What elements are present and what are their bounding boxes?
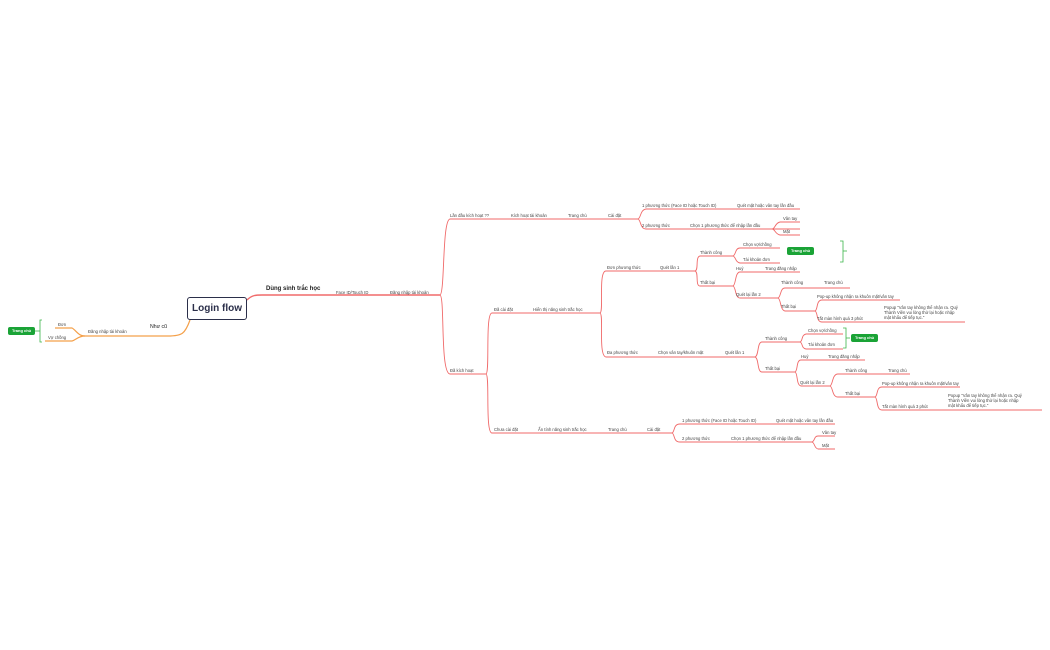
node-popup-van-tay-multi[interactable]: Popup "Vân tay không thể nhận ra. Quý Th… bbox=[948, 393, 1022, 408]
node-trang-chu-3[interactable]: Trang chủ bbox=[608, 427, 627, 432]
node-don[interactable]: Đơn bbox=[58, 322, 67, 327]
node-kich-hoat-tai-khoan[interactable]: Kích hoạt tài khoản bbox=[511, 213, 547, 218]
node-lan-dau-kich-hoat[interactable]: Lần đầu kích hoạt ?? bbox=[450, 213, 490, 218]
node-popup-khong-nhan-multi[interactable]: Pop-up không nhận ra khuôn mặt/vân tay bbox=[882, 381, 959, 386]
node-thanh-cong-2-single[interactable]: Thành công bbox=[781, 280, 804, 285]
node-popup-khong-nhan-single[interactable]: Pop-up không nhận ra khuôn mặt/vân tay bbox=[817, 294, 894, 299]
tag-trang-chu-left[interactable]: Trang chủ bbox=[8, 327, 36, 335]
node-1-phuong-thuc-3[interactable]: 1 phương thức (Face ID hoặc Touch ID) bbox=[682, 418, 757, 423]
node-thanh-cong-multi[interactable]: Thành công bbox=[765, 336, 788, 341]
node-popup-van-tay-single[interactable]: Popup "Vân tay không thể nhận ra. Quý Th… bbox=[884, 305, 958, 320]
node-chon-van-tay-khuon-mat[interactable]: Chọn vân tay/khuôn mặt bbox=[658, 350, 704, 355]
node-chon-vo-chong-multi[interactable]: Chọn vợ/chồng bbox=[808, 328, 837, 333]
node-thanh-cong-single[interactable]: Thành công bbox=[700, 250, 723, 255]
node-mat-1[interactable]: Mặt bbox=[783, 229, 790, 234]
node-mat-3[interactable]: Mặt bbox=[822, 443, 829, 448]
node-that-bai-2-single[interactable]: Thất bại bbox=[781, 304, 797, 309]
node-trang-dang-nhap-multi[interactable]: Trang đăng nhập bbox=[828, 354, 860, 359]
node-quet-lai-lan-2-multi[interactable]: Quét lại lần 2 bbox=[800, 380, 825, 385]
node-van-tay-3[interactable]: Vân tay bbox=[822, 430, 837, 435]
node-tai-khoan-don-single[interactable]: Tài khoản đơn bbox=[743, 257, 770, 262]
root-node[interactable]: Login flow bbox=[187, 297, 247, 320]
node-that-bai-2-multi[interactable]: Thất bại bbox=[845, 391, 861, 396]
node-quet-lan-dau-3[interactable]: Quét mặt hoặc vân tay lần đầu bbox=[776, 418, 834, 423]
node-an-tinh-nang[interactable]: Ẩn tính năng sinh trắc học bbox=[538, 427, 587, 432]
node-cai-dat-1[interactable]: Cài đặt bbox=[608, 213, 622, 218]
node-van-tay-1[interactable]: Vân tay bbox=[783, 216, 798, 221]
node-chua-cai-dat[interactable]: Chưa cài đặt bbox=[494, 427, 518, 432]
node-tat-man-hinh-single[interactable]: Tắt màn hình quá 3 phút bbox=[817, 316, 863, 321]
node-dang-nhap-tai-khoan[interactable]: Đăng nhập tài khoản bbox=[390, 290, 429, 295]
node-chon-1-phuong-thuc-1[interactable]: Chọn 1 phương thức để nhập lần đầu bbox=[690, 223, 761, 228]
node-that-bai-multi[interactable]: Thất bại bbox=[765, 366, 781, 371]
node-1-phuong-thuc-1[interactable]: 1 phương thức (Face ID hoặc Touch ID) bbox=[642, 203, 717, 208]
node-dang-nhap-tai-khoan-left[interactable]: Đăng nhập tài khoản bbox=[88, 329, 127, 334]
node-da-phuong-thuc[interactable]: Đa phương thức bbox=[607, 350, 638, 355]
node-huy-multi[interactable]: Huỷ bbox=[801, 354, 809, 359]
node-trang-chu-1[interactable]: Trang chủ bbox=[568, 213, 587, 218]
node-don-phuong-thuc[interactable]: Đơn phương thức bbox=[607, 265, 641, 270]
node-hien-thi-sinh-trac[interactable]: Hiển thị năng sinh trắc học bbox=[533, 307, 583, 312]
node-trang-dang-nhap-single[interactable]: Trang đăng nhập bbox=[765, 266, 797, 271]
tag-trang-chu-multi[interactable]: Trang chủ bbox=[851, 334, 879, 342]
node-trang-chu-2-single[interactable]: Trang chủ bbox=[824, 280, 843, 285]
node-face-id-touch-id[interactable]: Face ID/Touch ID bbox=[336, 290, 369, 295]
node-quet-lan-dau-1[interactable]: Quét mặt hoặc vân tay lần đầu bbox=[737, 203, 795, 208]
node-chon-1-phuong-thuc-3[interactable]: Chọn 1 phương thức để nhập lần đầu bbox=[731, 436, 802, 441]
node-tat-man-hinh-multi[interactable]: Tắt màn hình quá 3 phút bbox=[882, 404, 928, 409]
node-quet-lai-lan-2-single[interactable]: Quét lại lần 2 bbox=[736, 292, 761, 297]
node-thanh-cong-2-multi[interactable]: Thành công bbox=[845, 368, 868, 373]
node-that-bai-single[interactable]: Thất bại bbox=[700, 280, 716, 285]
node-nhu-cu[interactable]: Như cũ bbox=[150, 324, 168, 330]
node-chon-vo-chong-single[interactable]: Chọn vợ/chồng bbox=[743, 242, 772, 247]
node-vo-chong[interactable]: Vợ chồng bbox=[48, 335, 67, 340]
node-da-cai-dat[interactable]: Đã cài đặt bbox=[494, 307, 513, 312]
tag-trang-chu-single[interactable]: Trang chủ bbox=[787, 247, 815, 255]
node-huy-single[interactable]: Huỷ bbox=[736, 266, 744, 271]
node-dung-sinh-trac-hoc[interactable]: Dùng sinh trắc học bbox=[266, 286, 321, 292]
node-cai-dat-3[interactable]: Cài đặt bbox=[647, 427, 661, 432]
node-trang-chu-2-multi[interactable]: Trang chủ bbox=[888, 368, 907, 373]
node-2-phuong-thuc-1[interactable]: 2 phương thức bbox=[642, 223, 670, 228]
node-da-kich-hoat[interactable]: Đã kích hoạt bbox=[450, 368, 474, 373]
node-quet-lan-1-single[interactable]: Quét lần 1 bbox=[660, 265, 680, 270]
node-quet-lan-1-multi[interactable]: Quét lần 1 bbox=[725, 350, 745, 355]
node-tai-khoan-don-multi[interactable]: Tài khoản đơn bbox=[808, 342, 835, 347]
node-2-phuong-thuc-3[interactable]: 2 phương thức bbox=[682, 436, 710, 441]
